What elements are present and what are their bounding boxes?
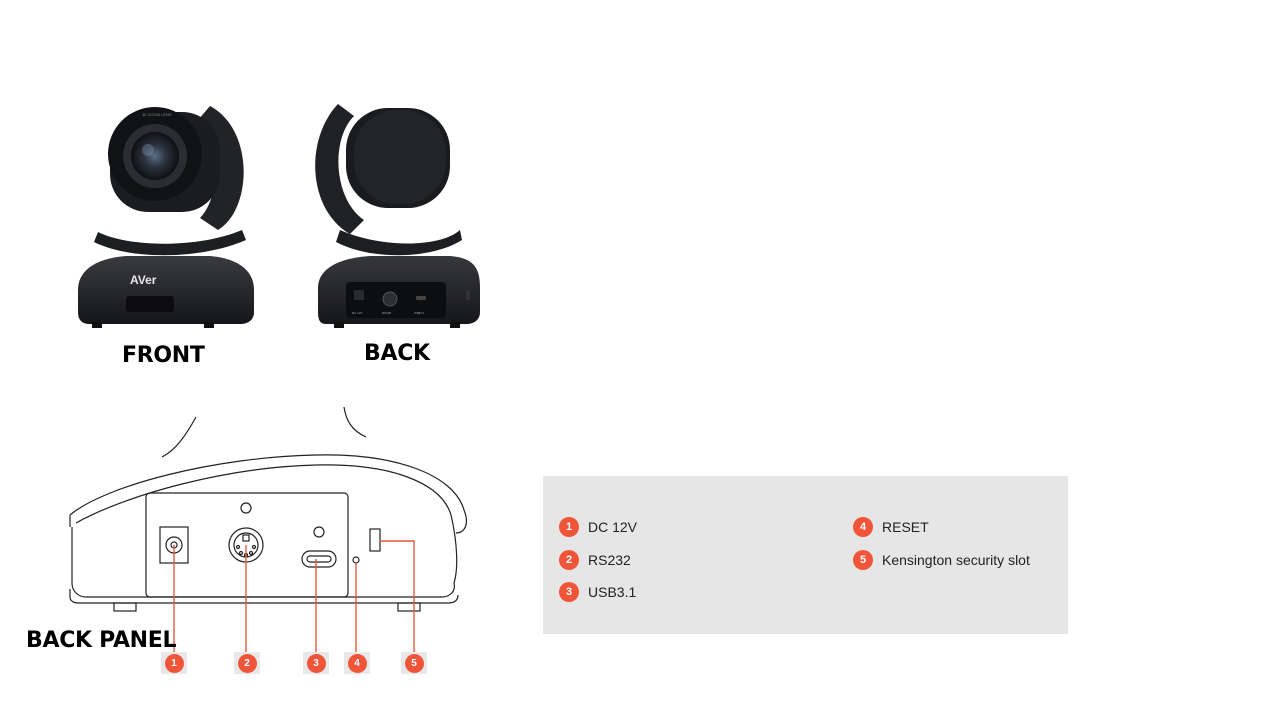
legend-label: RESET xyxy=(882,519,929,535)
legend-badge: 4 xyxy=(853,517,873,537)
marker-5: 5 xyxy=(401,652,427,674)
legend-item-kensington: 5 Kensington security slot xyxy=(853,549,1030,571)
marker-badge: 4 xyxy=(347,653,367,673)
brand-logo-front: AVer xyxy=(130,273,157,287)
marker-4: 4 xyxy=(344,652,370,674)
marker-badge: 3 xyxy=(306,653,326,673)
legend-badge: 5 xyxy=(853,550,873,570)
camera-front-image: AVer 4K ZOOM LENS xyxy=(78,106,254,328)
port-label-usb: USB3.1 xyxy=(414,311,425,315)
port-label-rs: RS232 xyxy=(382,311,392,315)
legend-panel: 1 DC 12V 2 RS232 3 USB3.1 4 RESET 5 Kens… xyxy=(543,476,1068,634)
front-label: FRONT xyxy=(122,343,205,368)
legend-label: Kensington security slot xyxy=(882,552,1030,568)
marker-badge: 2 xyxy=(237,653,257,673)
back-label: BACK xyxy=(364,341,430,366)
back-panel-label: BACK PANEL xyxy=(26,628,177,653)
marker-1: 1 xyxy=(161,652,187,674)
legend-badge: 2 xyxy=(559,550,579,570)
marker-2: 2 xyxy=(234,652,260,674)
legend-label: RS232 xyxy=(588,552,631,568)
back-panel-drawing xyxy=(69,406,468,655)
legend-label: USB3.1 xyxy=(588,584,637,600)
camera-back-image: DC 12V RS232 USB3.1 xyxy=(315,104,480,328)
marker-badge: 1 xyxy=(164,653,184,673)
lens-text: 4K ZOOM LENS xyxy=(142,112,172,117)
legend-badge: 1 xyxy=(559,517,579,537)
port-label-dc: DC 12V xyxy=(352,311,363,315)
legend-item-reset: 4 RESET xyxy=(853,516,929,538)
legend-item-dc: 1 DC 12V xyxy=(559,516,637,538)
legend-label: DC 12V xyxy=(588,519,638,535)
legend-badge: 3 xyxy=(559,582,579,602)
marker-3: 3 xyxy=(303,652,329,674)
legend-item-usb: 3 USB3.1 xyxy=(559,581,636,603)
legend-item-rs232: 2 RS232 xyxy=(559,549,631,571)
marker-badge: 5 xyxy=(404,653,424,673)
